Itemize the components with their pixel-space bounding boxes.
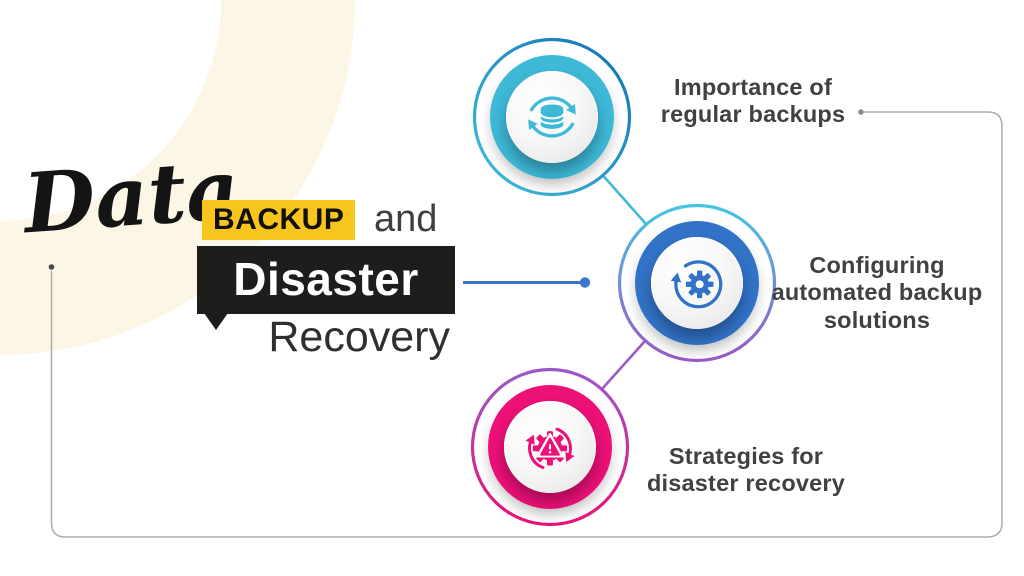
title-word-backup-highlight: BACKUP <box>202 200 356 240</box>
node-regular-backups <box>467 32 637 202</box>
title-word-and: and <box>374 198 438 240</box>
node-disaster-recovery <box>465 362 635 532</box>
label-automated-backup: Configuring automated backup solutions <box>745 252 1009 334</box>
title-box-pointer <box>204 313 228 330</box>
connector-node1-node2 <box>602 174 647 225</box>
frame-line <box>48 109 1003 538</box>
node3-outer-ring <box>470 367 630 527</box>
title-word-recovery: Recovery <box>268 313 450 361</box>
label-line: automated backup <box>771 279 983 306</box>
label-line: solutions <box>823 306 931 333</box>
label-line: Configuring <box>809 252 945 278</box>
title-word-disaster-box: Disaster <box>197 246 455 314</box>
node-automated-backup <box>612 198 782 368</box>
database-sync-icon <box>528 96 576 138</box>
connector-node2-node3 <box>601 340 646 390</box>
node1-outer-ring <box>472 37 632 197</box>
label-disaster-recovery: Strategies for disaster recovery <box>626 443 866 498</box>
gear-alert-icon <box>525 427 575 470</box>
title-word-data: Data <box>20 141 243 253</box>
frame-start-dot <box>48 264 55 270</box>
node2-outer-ring <box>617 203 777 363</box>
frame-end-dot <box>858 109 864 115</box>
label-line: Strategies for <box>668 443 824 469</box>
label-line: regular backups <box>660 101 846 128</box>
label-line: disaster recovery <box>646 470 846 497</box>
label-line: Importance of <box>674 74 832 100</box>
label-regular-backups: Importance of regular backups <box>633 74 873 129</box>
title-connector-line <box>463 277 591 288</box>
gear-sync-icon <box>670 260 723 309</box>
